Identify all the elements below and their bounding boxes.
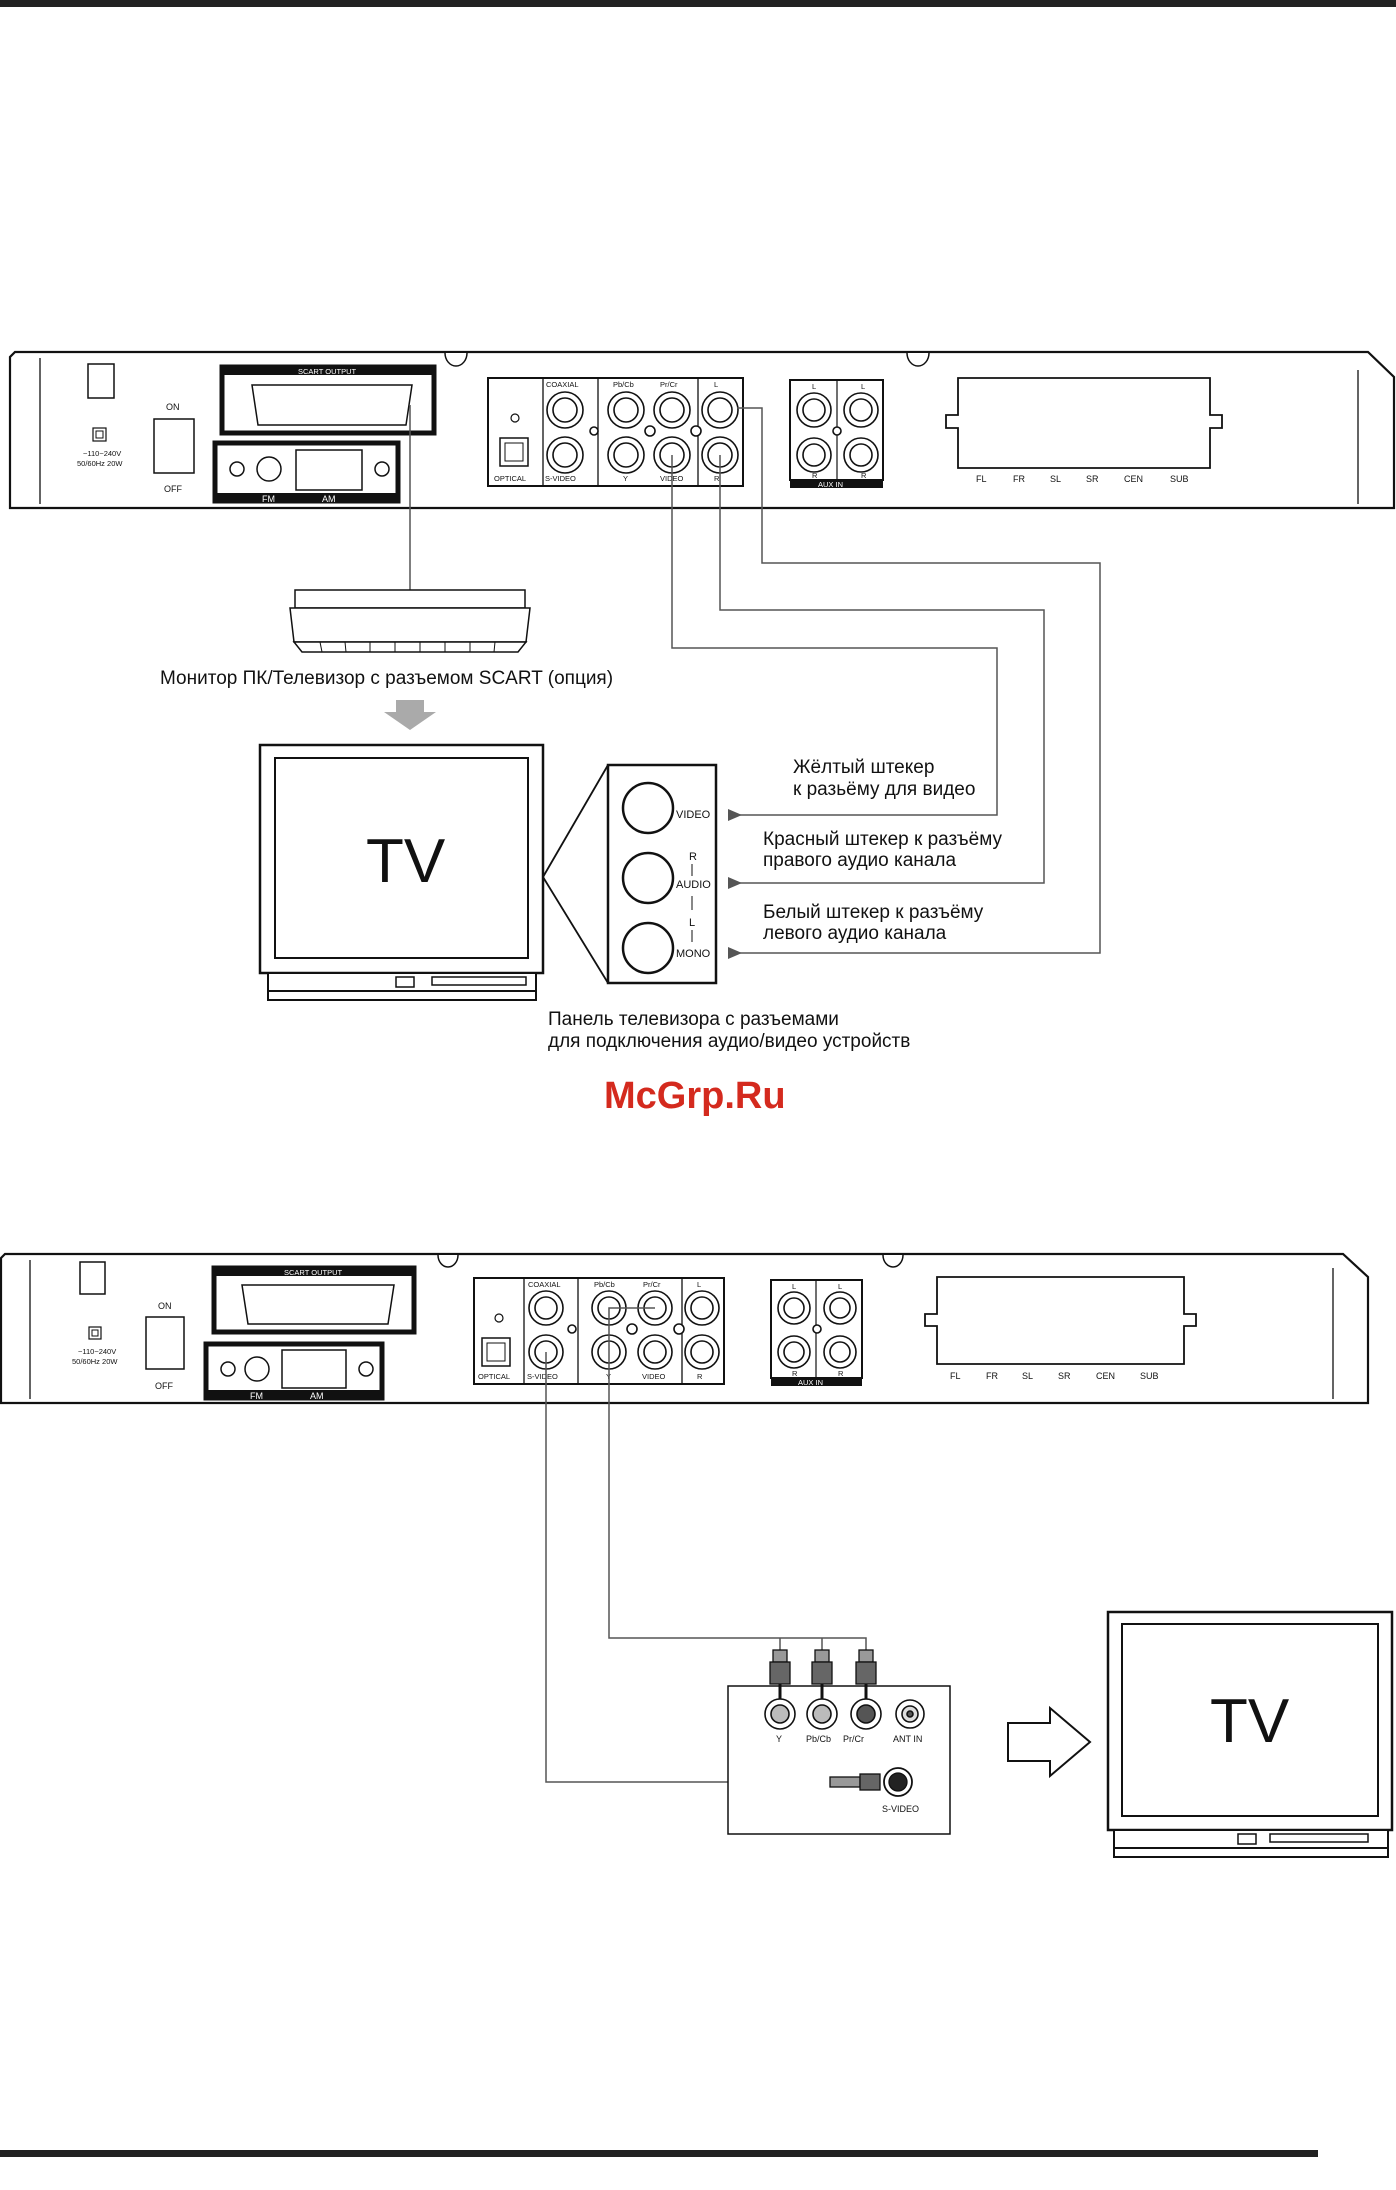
top-rule [0, 0, 1396, 7]
down-arrow [384, 700, 436, 730]
speaker-cen-2: CEN [1096, 1371, 1115, 1381]
aux-r-label-2b: R [838, 1369, 844, 1378]
tv-svideo-label: S-VIDEO [882, 1804, 919, 1814]
scart-output-label: SCART OUTPUT [298, 367, 356, 376]
tv-prcr-label: Pr/Cr [843, 1734, 864, 1744]
white-plug-line2: левого аудио канала [763, 923, 947, 944]
red-plug-line2: правого аудио канала [763, 850, 956, 871]
r-label-2: R [697, 1372, 703, 1381]
tv-l-label: L [689, 917, 695, 929]
aux-r-label-2a: R [792, 1369, 798, 1378]
tv-input-panel: Y Pb/Cb Pr/Cr ANT IN S-VIDEO [727, 1649, 951, 1835]
switch-on-label-2: ON [158, 1301, 172, 1311]
aux-in-label-2: AUX IN [798, 1378, 823, 1387]
optical-label-1: OPTICAL [494, 474, 526, 483]
tv-av-panel: VIDEO R AUDIO L MONO [542, 763, 718, 985]
yellow-plug-line2: к разьёму для видео [793, 779, 975, 800]
power-rating-line2: 50/60Hz 20W [77, 459, 123, 468]
speaker-sub-1: SUB [1170, 474, 1189, 484]
tv-ant-in-label: ANT IN [893, 1734, 922, 1744]
speaker-fr-1: FR [1013, 474, 1025, 484]
right-arrow [1007, 1705, 1092, 1779]
pbcb-label-2: Pb/Cb [594, 1280, 615, 1289]
aux-r-label-1a: R [812, 471, 818, 480]
pbcb-label-1: Pb/Cb [613, 380, 634, 389]
optical-label-2: OPTICAL [478, 1372, 510, 1381]
svideo-label-1: S-VIDEO [545, 474, 576, 483]
speaker-fl-1: FL [976, 474, 987, 484]
r-label-1: R [714, 474, 720, 483]
power-switch [153, 418, 195, 474]
power-switch-2 [145, 1316, 185, 1370]
red-plug-line1: Красный штекер к разъёму [763, 829, 1003, 850]
tv-panel-caption-line1: Панель телевизора с разъемами [548, 1009, 839, 1030]
tv-label-1: TV [366, 827, 446, 896]
scart-cable [289, 405, 531, 653]
speaker-fl-2: FL [950, 1371, 961, 1381]
prcr-label-1: Pr/Cr [660, 380, 678, 389]
tv-mono-label: MONO [676, 948, 711, 960]
yellow-plug-line1: Жёлтый штекер [793, 757, 934, 778]
tv-video-label: VIDEO [676, 809, 711, 821]
watermark: McGrp.Ru [604, 1075, 786, 1117]
white-plug-line1: Белый штекер к разъёму [763, 902, 984, 923]
switch-on-label: ON [166, 402, 180, 412]
tv-y-label: Y [776, 1734, 782, 1744]
l-label-2: L [697, 1280, 701, 1289]
power-rating-line2-2: 50/60Hz 20W [72, 1357, 118, 1366]
tv-r-label: R [689, 851, 697, 863]
l-label-1: L [714, 380, 718, 389]
aux-in-label-1: AUX IN [818, 480, 843, 489]
am-label-2: AM [310, 1391, 324, 1401]
switch-off-label-2: OFF [155, 1381, 173, 1391]
speaker-sr-2: SR [1058, 1371, 1071, 1381]
video-label-2: VIDEO [642, 1372, 666, 1381]
svideo-label-2: S-VIDEO [527, 1372, 558, 1381]
tv-pbcb-label: Pb/Cb [806, 1734, 831, 1744]
aux-l-label-2a: L [792, 1282, 796, 1291]
scart-caption: Монитор ПК/Телевизор с разъемом SCART (о… [160, 668, 613, 689]
tv-panel-caption-line2: для подключения аудио/видео устройств [548, 1031, 910, 1052]
rear-panel-1: ~110~240V 50/60Hz 20W ON OFF SCART OUTPU… [8, 350, 1396, 510]
rear-panel-2: ~110~240V 50/60Hz 20W ON OFF SCART OUTPU… [0, 1252, 1370, 1405]
speaker-sl-2: SL [1022, 1371, 1033, 1381]
aux-l-label-1b: L [861, 382, 865, 391]
aux-r-label-1b: R [861, 471, 867, 480]
tv-label-2: TV [1210, 1687, 1290, 1756]
fm-label-2: FM [250, 1391, 263, 1401]
aux-l-label-2b: L [838, 1282, 842, 1291]
coaxial-label: COAXIAL [546, 380, 579, 389]
coaxial-label-2: COAXIAL [528, 1280, 561, 1289]
am-label: AM [322, 494, 336, 504]
bottom-rule [0, 2150, 1318, 2157]
fm-label: FM [262, 494, 275, 504]
tv-audio-label: AUDIO [676, 879, 711, 891]
power-rating-line1: ~110~240V [83, 449, 121, 458]
power-rating-line1-2: ~110~240V [78, 1347, 116, 1356]
speaker-sl-1: SL [1050, 474, 1061, 484]
speaker-cen-1: CEN [1124, 474, 1143, 484]
scart-output-label-2: SCART OUTPUT [284, 1268, 342, 1277]
switch-off-label: OFF [164, 484, 182, 494]
speaker-sr-1: SR [1086, 474, 1099, 484]
prcr-label-2: Pr/Cr [643, 1280, 661, 1289]
speaker-fr-2: FR [986, 1371, 998, 1381]
y-label-1: Y [623, 474, 628, 483]
av-cables-1 [671, 407, 1101, 959]
tv-1: TV [258, 743, 545, 1001]
speaker-sub-2: SUB [1140, 1371, 1159, 1381]
aux-l-label-1a: L [812, 382, 816, 391]
tv-2: TV [1106, 1610, 1394, 1858]
